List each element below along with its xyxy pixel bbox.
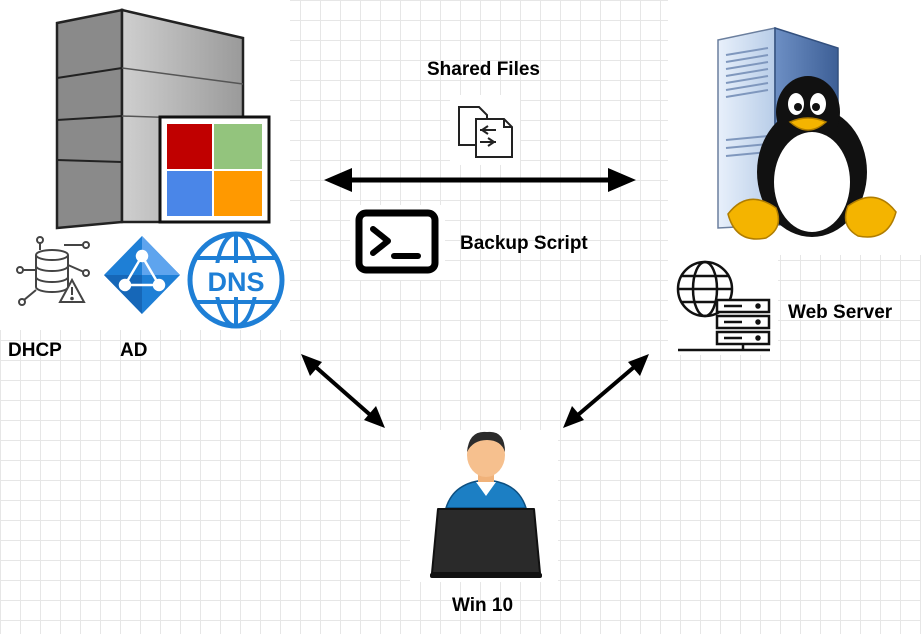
connection-windows-workstation: [301, 354, 385, 428]
web-server-label: Web Server: [788, 302, 893, 323]
backup-script-label: Backup Script: [460, 233, 588, 254]
connection-windows-linux: [324, 168, 636, 192]
windows-logo-icon: [158, 115, 271, 224]
penguin-icon: [727, 76, 897, 240]
terminal-icon: [355, 209, 439, 274]
ad-label: AD: [120, 340, 148, 361]
dns-icon-text: DNS: [207, 267, 264, 297]
active-directory-icon: [104, 236, 180, 314]
win10-label: Win 10: [452, 595, 514, 616]
windows-server-icon: [55, 8, 271, 230]
shared-files-icon: [458, 106, 513, 158]
linux-server-icon: [717, 26, 897, 240]
dns-globe-icon: DNS: [187, 231, 285, 329]
connection-linux-workstation: [563, 354, 649, 428]
web-server-icon: [676, 260, 771, 352]
dhcp-database-icon: [16, 236, 90, 306]
dhcp-label: DHCP: [8, 340, 62, 361]
shared-files-label: Shared Files: [427, 59, 540, 80]
user-laptop-icon: [430, 431, 542, 578]
